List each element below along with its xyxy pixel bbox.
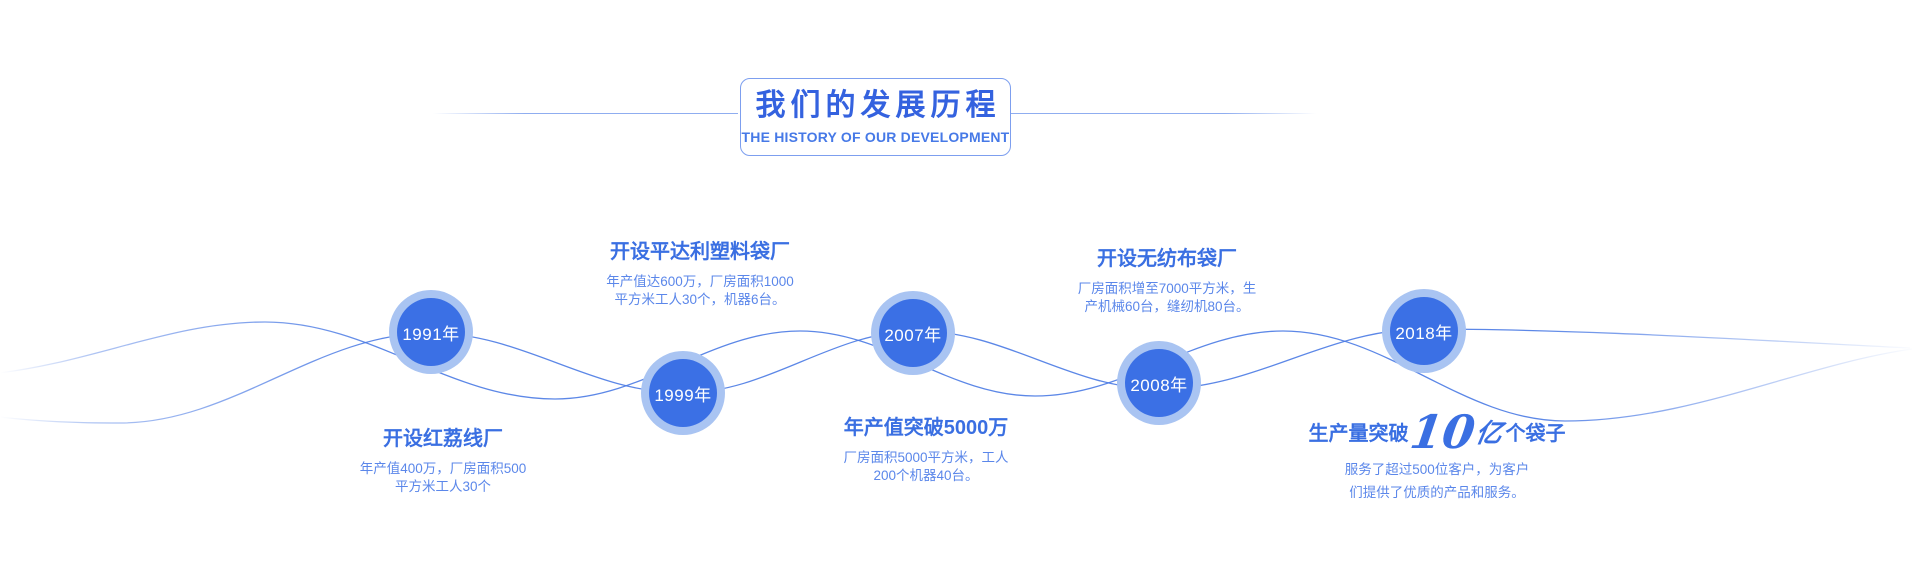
node-core: 1991年 [397, 298, 465, 366]
milestone-label-1999: 开设平达利塑料袋厂 年产值达600万，厂房面积1000 平方米工人30个，机器6… [606, 240, 794, 309]
heading-big-number: 10 [1406, 405, 1479, 459]
description-line: 平方米工人30个，机器6台。 [614, 292, 786, 307]
description-line: 年产值400万，厂房面积500 [359, 461, 527, 476]
timeline-node-2018: 2018年 [1382, 289, 1466, 373]
node-year: 1999年 [654, 385, 712, 405]
milestone-description: 服务了超过500位客户，为客户 们提供了优质的产品和服务。 [1308, 458, 1565, 504]
milestone-label-2007: 年产值突破5000万 厂房面积5000平方米，工人 200个机器40台。 [843, 416, 1008, 485]
milestone-heading: 开设无纺布袋厂 [1096, 248, 1237, 270]
node-core: 1999年 [649, 359, 717, 427]
node-core: 2007年 [879, 299, 947, 367]
heading-suffix: 个袋子 [1505, 423, 1566, 446]
heading-prefix: 生产量突破 [1308, 423, 1409, 446]
section-title-box: 我们的发展历程 THE HISTORY OF OUR DEVELOPMENT [740, 78, 1011, 156]
description-line: 服务了超过500位客户，为客户 [1344, 462, 1530, 478]
milestone-heading: 开设平达利塑料袋厂 [610, 241, 790, 263]
node-core: 2008年 [1125, 349, 1193, 417]
description-line: 产机械60台，缝纫机80台。 [1084, 299, 1250, 314]
node-core: 2018年 [1390, 297, 1458, 365]
milestone-label-2008: 开设无纺布袋厂 厂房面积增至7000平方米，生 产机械60台，缝纫机80台。 [1078, 247, 1257, 316]
milestone-description: 厂房面积增至7000平方米，生 产机械60台，缝纫机80台。 [1078, 280, 1257, 316]
timeline-node-2008: 2008年 [1117, 341, 1201, 425]
node-year: 1991年 [402, 324, 460, 344]
milestone-description: 厂房面积5000平方米，工人 200个机器40台。 [843, 449, 1008, 485]
milestone-heading: 开设红荔线厂 [383, 428, 503, 450]
milestone-label-2018: 生产量突破 10 亿 个袋子 服务了超过500位客户，为客户 们提供了优质的产品… [1308, 405, 1566, 504]
description-line: 年产值达600万，厂房面积1000 [606, 274, 794, 289]
milestone-heading: 年产值突破5000万 [843, 417, 1009, 439]
description-line: 200个机器40台。 [873, 468, 979, 483]
milestone-heading: 生产量突破 10 亿 个袋子 [1308, 405, 1566, 459]
timeline-node-2007: 2007年 [871, 291, 955, 375]
timeline-node-1999: 1999年 [641, 351, 725, 435]
milestone-label-1991: 开设红荔线厂 年产值400万，厂房面积500 平方米工人30个 [360, 427, 527, 496]
page-subtitle: THE HISTORY OF OUR DEVELOPMENT [741, 128, 1010, 145]
page-title: 我们的发展历程 [755, 88, 1001, 122]
node-year: 2007年 [884, 325, 942, 345]
header-divider-left [433, 113, 738, 114]
heading-unit: 亿 [1473, 418, 1505, 449]
description-line: 们提供了优质的产品和服务。 [1349, 485, 1525, 501]
description-line: 厂房面积5000平方米，工人 [843, 450, 1009, 465]
header-divider-right [1011, 113, 1316, 114]
node-year: 2018年 [1395, 323, 1453, 343]
milestone-description: 年产值400万，厂房面积500 平方米工人30个 [360, 460, 527, 496]
timeline-node-1991: 1991年 [389, 290, 473, 374]
description-line: 平方米工人30个 [394, 479, 492, 494]
node-year: 2008年 [1130, 375, 1188, 395]
milestone-description: 年产值达600万，厂房面积1000 平方米工人30个，机器6台。 [606, 273, 794, 309]
description-line: 厂房面积增至7000平方米，生 [1077, 281, 1257, 296]
